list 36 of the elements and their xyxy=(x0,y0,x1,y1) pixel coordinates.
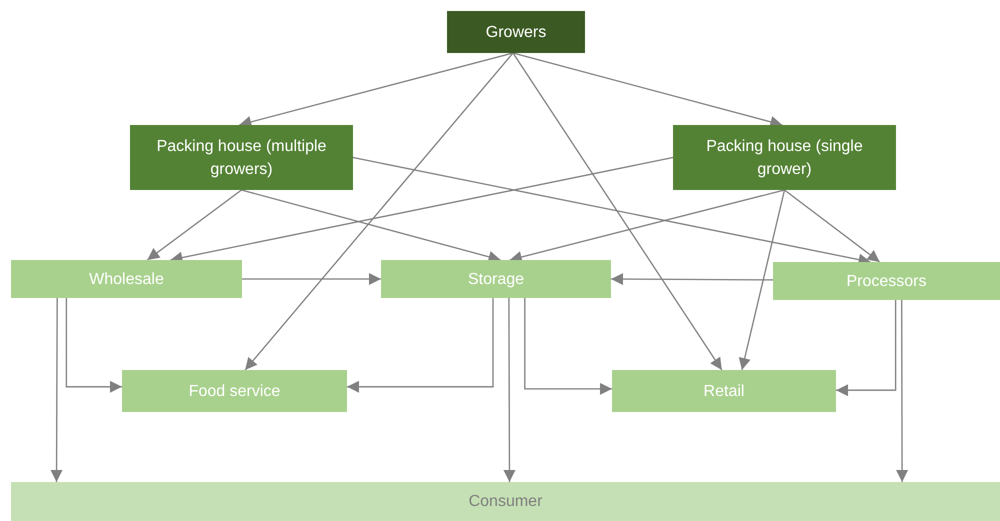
arrow xyxy=(784,189,880,263)
process-box xyxy=(447,11,585,53)
process-box xyxy=(612,370,836,412)
arrow xyxy=(347,298,494,393)
box-label: Consumer xyxy=(468,492,542,512)
process-box xyxy=(381,260,611,298)
box-label: Growers xyxy=(486,22,546,42)
arrow xyxy=(242,273,381,285)
arrow xyxy=(239,52,514,128)
arrow xyxy=(146,189,242,261)
box-label: Storage xyxy=(468,270,524,290)
arrow xyxy=(66,298,122,393)
arrow xyxy=(512,52,782,128)
arrow xyxy=(611,273,773,286)
arrow xyxy=(503,298,516,482)
process-box xyxy=(11,260,242,298)
arrow xyxy=(524,298,612,395)
arrow xyxy=(512,52,722,370)
box-label: Retail xyxy=(704,382,744,402)
process-box xyxy=(11,482,1000,521)
box-label: Food service xyxy=(188,382,280,402)
box-label: Wholesale xyxy=(89,270,164,290)
process-box xyxy=(673,125,896,190)
arrow xyxy=(896,300,908,482)
arrow xyxy=(738,190,786,370)
arrow xyxy=(50,298,63,482)
arrow xyxy=(244,52,514,370)
arrow xyxy=(241,189,501,263)
box-label: Packing house (single grower) xyxy=(705,136,864,180)
process-box xyxy=(130,125,353,190)
arrow xyxy=(836,300,896,396)
box-label: Packing house (multiple growers) xyxy=(156,136,328,180)
arrow xyxy=(510,189,785,263)
process-box xyxy=(773,262,1000,300)
box-label: Processors xyxy=(846,272,927,292)
process-box xyxy=(122,370,347,412)
